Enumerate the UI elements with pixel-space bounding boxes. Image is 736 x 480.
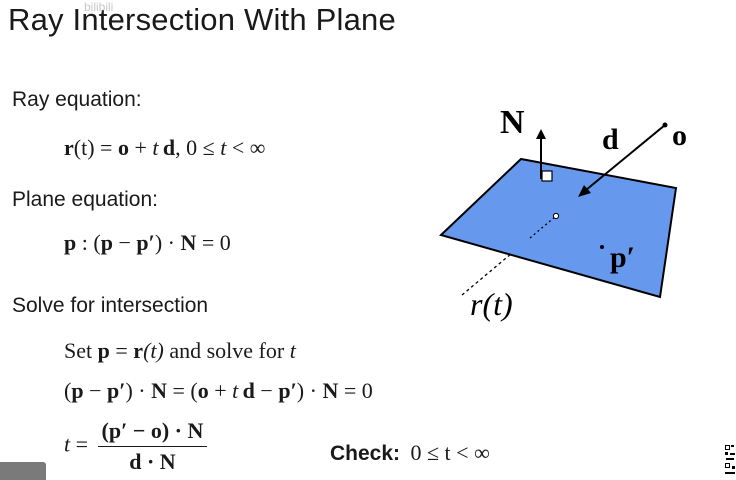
solve-heading: Solve for intersection — [12, 294, 209, 317]
ray-equation-heading: Ray equation: — [12, 88, 142, 111]
normal-label: N — [500, 104, 525, 141]
ray-equation: r(t) = o + t d, 0 ≤ t < ∞ — [64, 135, 266, 160]
normal-arrowhead — [536, 129, 546, 139]
watermark: bilibili — [84, 0, 114, 14]
plane-diagram: N d o p′ r(t) — [439, 104, 687, 322]
intersection-point — [552, 212, 560, 220]
qr-code-icon — [724, 444, 736, 478]
point-label: p′ — [610, 241, 635, 274]
check-label: Check: — [330, 442, 401, 465]
p-prime-point — [600, 245, 604, 249]
direction-arrow-line — [585, 124, 666, 191]
video-overlay-corner — [0, 462, 46, 480]
substituted-equation: (p − p′) · N = (o + t d − p′) · N = 0 — [64, 378, 373, 403]
origin-label: o — [672, 119, 687, 152]
ray-hidden-segment — [529, 215, 557, 239]
slide-title: Ray Intersection With Plane — [8, 2, 396, 37]
direction-label: d — [602, 123, 619, 156]
set-line: Set p = r(t) and solve for t — [64, 338, 296, 363]
check-line: Check: 0 ≤ t < ∞ — [330, 440, 490, 466]
right-angle-marker — [541, 170, 553, 182]
solution-numerator: (p′ − o) · N — [97, 418, 208, 447]
solution-denominator: d · N — [129, 449, 176, 474]
ray-label: r(t) — [470, 286, 513, 322]
direction-arrowhead — [578, 185, 591, 197]
plane-shape — [439, 157, 678, 299]
check-expression: 0 ≤ t < ∞ — [410, 440, 490, 465]
plane-equation-heading: Plane equation: — [12, 188, 158, 211]
plane-equation: p : (p − p′) · N = 0 — [64, 230, 231, 255]
origin-point — [662, 122, 668, 128]
